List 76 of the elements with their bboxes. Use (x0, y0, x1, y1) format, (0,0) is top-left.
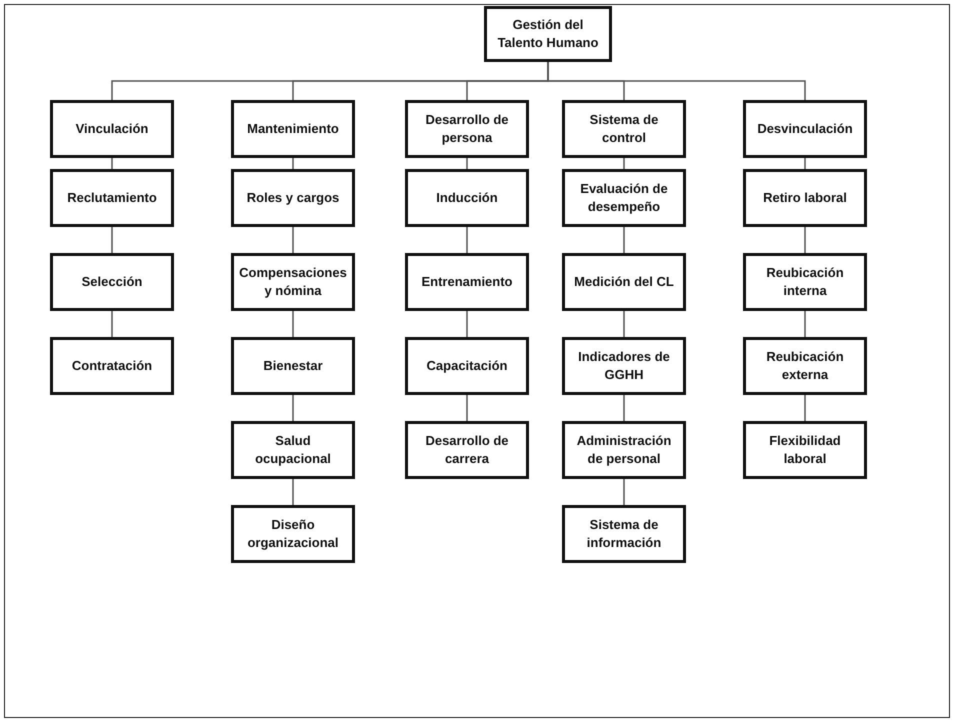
org-box (231, 505, 355, 563)
org-box (743, 169, 867, 227)
box-label: Entrenamiento (421, 273, 512, 291)
org-box (50, 253, 174, 311)
org-box (405, 253, 529, 311)
org-box (405, 169, 529, 227)
box-label: Reubicación interna (765, 264, 845, 300)
org-box (743, 253, 867, 311)
org-box (562, 505, 686, 563)
connector-line (547, 62, 806, 100)
box-label: Mantenimiento (247, 120, 339, 138)
connector-line (623, 479, 625, 505)
box-label: Vinculación (76, 120, 148, 138)
connector-line (466, 395, 468, 421)
box-label: Gestión del Talento Humano (496, 16, 600, 52)
box-label: Reclutamiento (67, 189, 157, 207)
box-label: Sistema de información (586, 516, 662, 552)
org-box (743, 100, 867, 158)
connector-line (292, 479, 294, 505)
box-label: Roles y cargos (246, 189, 340, 207)
org-box (743, 337, 867, 395)
box-label: Evaluación de desempeño (579, 180, 669, 216)
org-box (405, 100, 529, 158)
connector-line (623, 395, 625, 421)
connector-line (111, 311, 113, 337)
box-label: Compensaciones y nómina (239, 264, 347, 300)
connector-line (292, 158, 294, 169)
box-label: Sistema de control (588, 111, 660, 147)
box-label: Reubicación externa (765, 348, 845, 384)
connector-line (111, 227, 113, 253)
connector-line (623, 158, 625, 169)
org-box (405, 337, 529, 395)
org-box (50, 337, 174, 395)
org-box (562, 421, 686, 479)
org-box (231, 169, 355, 227)
connector-line (804, 158, 806, 169)
connector-line (466, 158, 468, 169)
box-label: Retiro laboral (763, 189, 847, 207)
connector-line (804, 311, 806, 337)
org-box (405, 421, 529, 479)
connector-line (623, 227, 625, 253)
box-label: Salud ocupacional (254, 432, 332, 468)
org-box (562, 253, 686, 311)
org-box (231, 421, 355, 479)
org-box (562, 337, 686, 395)
box-label: Diseño organizacional (246, 516, 340, 552)
connector-line (804, 227, 806, 253)
box-label: Contratación (72, 357, 152, 375)
box-label: Administración de personal (576, 432, 672, 468)
box-label: Capacitación (426, 357, 508, 375)
org-box (231, 253, 355, 311)
box-label: Indicadores de GGHH (577, 348, 671, 384)
connector-line (623, 311, 625, 337)
connector-line (111, 158, 113, 169)
org-box (743, 421, 867, 479)
box-label: Selección (82, 273, 142, 291)
org-box (562, 169, 686, 227)
org-box (562, 100, 686, 158)
connector-line (466, 227, 468, 253)
org-box (231, 337, 355, 395)
org-box (50, 100, 174, 158)
org-box (231, 100, 355, 158)
org-box (484, 6, 612, 62)
box-label: Inducción (436, 189, 498, 207)
connector-line (466, 311, 468, 337)
connector-line (292, 227, 294, 253)
box-label: Bienestar (263, 357, 323, 375)
connector-line (804, 395, 806, 421)
connector-line (292, 311, 294, 337)
org-box (50, 169, 174, 227)
box-label: Desarrollo de carrera (424, 432, 510, 468)
box-label: Flexibilidad laboral (768, 432, 842, 468)
box-label: Desvinculación (757, 120, 853, 138)
connector-line (292, 395, 294, 421)
box-label: Desarrollo de persona (424, 111, 510, 147)
box-label: Medición del CL (574, 273, 674, 291)
